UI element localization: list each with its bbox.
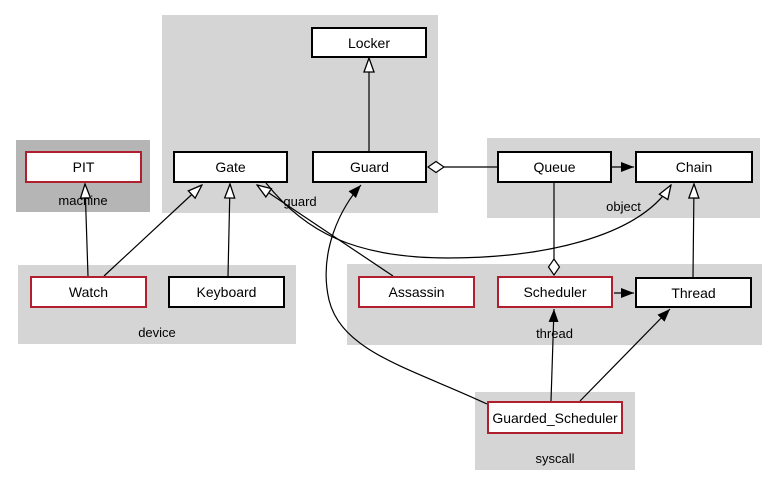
node-guard[interactable]: Guard <box>312 151 427 183</box>
node-pit-label: PIT <box>72 159 95 175</box>
node-chain-label: Chain <box>675 159 713 175</box>
cluster-label-guard: guard <box>283 194 317 209</box>
edge-gate-to-chain <box>265 182 671 259</box>
node-watch[interactable]: Watch <box>30 276 147 308</box>
node-keyboard[interactable]: Keyboard <box>168 276 285 308</box>
node-queue-label: Queue <box>533 159 576 175</box>
node-assassin[interactable]: Assassin <box>358 276 475 308</box>
cluster-label-machine: machine <box>58 193 108 208</box>
edge-assassin-to-gate <box>257 185 394 277</box>
cluster-label-object: object <box>606 199 641 214</box>
node-gate-label: Gate <box>215 159 246 175</box>
edge-watch-to-gate <box>103 185 202 277</box>
node-chain[interactable]: Chain <box>635 151 753 183</box>
edge-guardedscheduler-to-guard <box>325 184 488 405</box>
node-queue[interactable]: Queue <box>497 151 612 183</box>
node-thread[interactable]: Thread <box>635 277 752 308</box>
cluster-label-device: device <box>138 325 176 340</box>
node-guard-label: Guard <box>350 159 389 175</box>
node-guarded-scheduler[interactable]: Guarded_Scheduler <box>487 401 623 434</box>
node-thread-label: Thread <box>671 284 716 301</box>
edge-thread-to-chain <box>693 184 694 278</box>
edge-guardedscheduler-to-scheduler <box>548 308 559 402</box>
node-guarded-scheduler-label: Guarded_Scheduler <box>492 409 618 426</box>
node-locker[interactable]: Locker <box>311 27 427 58</box>
edge-keyboard-to-gate <box>228 184 230 277</box>
edge-watch-to-pit <box>85 184 88 277</box>
node-watch-label: Watch <box>68 284 109 300</box>
node-locker-label: Locker <box>347 34 391 51</box>
node-keyboard-label: Keyboard <box>196 284 257 300</box>
node-scheduler-label: Scheduler <box>523 284 587 300</box>
node-assassin-label: Assassin <box>388 284 445 300</box>
edge-guardedscheduler-to-thread <box>579 308 671 402</box>
node-scheduler[interactable]: Scheduler <box>497 276 613 308</box>
node-gate[interactable]: Gate <box>173 151 288 183</box>
node-pit[interactable]: PIT <box>25 151 142 183</box>
cluster-label-thread: thread <box>536 326 573 341</box>
cluster-label-syscall: syscall <box>535 451 575 466</box>
